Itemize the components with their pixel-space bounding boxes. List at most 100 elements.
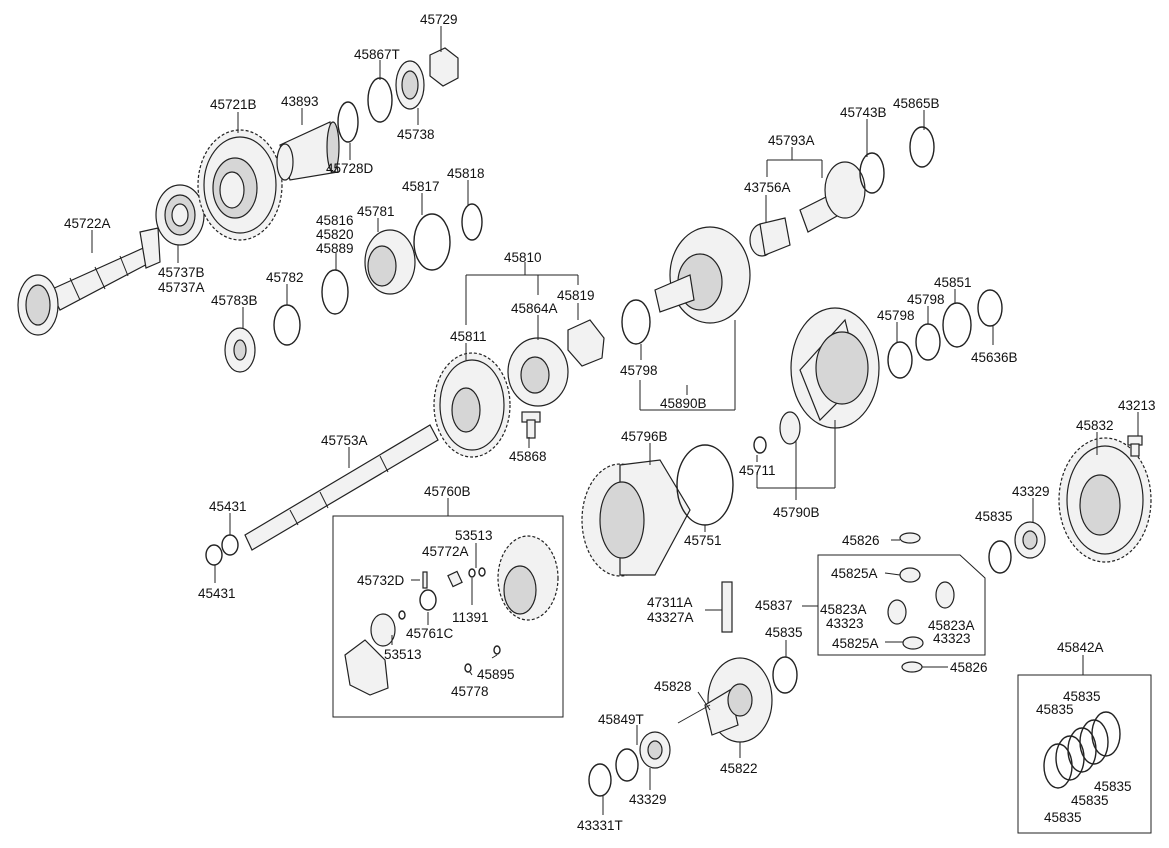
label-45722a: 45722A <box>64 216 111 231</box>
ring-45743b-drawing <box>859 152 885 194</box>
ring-45835b-drawing <box>772 656 798 694</box>
label-45835c: 45835 <box>1063 689 1101 704</box>
label-45890b: 45890B <box>660 396 707 411</box>
gear-53513b-drawing <box>370 613 396 647</box>
label-45851: 45851 <box>934 275 972 290</box>
label-45826a: 45826 <box>842 533 880 548</box>
ring-45849t-drawing <box>615 748 639 782</box>
ring-45761c-drawing <box>419 589 437 611</box>
bearing-45738-drawing <box>395 60 425 110</box>
ring-45778-drawing <box>464 663 472 673</box>
label-53513b: 53513 <box>384 647 422 662</box>
shim-set-45842a-drawing <box>1043 711 1121 789</box>
snap-ring-45751-drawing <box>676 444 734 526</box>
label-53513a: 53513 <box>455 528 493 543</box>
label-45868: 45868 <box>509 449 547 464</box>
label-45825aa: 45825A <box>831 566 878 581</box>
label-45835f: 45835 <box>1071 793 1109 808</box>
label-45738: 45738 <box>397 127 435 142</box>
label-43329a: 43329 <box>1012 484 1050 499</box>
label-45431a: 45431 <box>209 499 247 514</box>
sleeve-45781-drawing <box>364 229 416 295</box>
differential-45760b-drawing <box>497 535 559 621</box>
washer-45826a-drawing <box>899 532 921 544</box>
label-45817: 45817 <box>402 179 440 194</box>
label-45781: 45781 <box>357 204 395 219</box>
label-45832: 45832 <box>1076 418 1114 433</box>
label-45835a: 45835 <box>975 509 1013 524</box>
ring-45851-drawing <box>942 302 972 348</box>
label-45835e: 45835 <box>1094 779 1132 794</box>
shim-45867t-drawing <box>367 77 393 123</box>
label-45711: 45711 <box>739 463 776 478</box>
washer-45826b-drawing <box>901 661 923 673</box>
label-45822: 45822 <box>720 761 758 776</box>
gear-45790b-small-drawing <box>779 411 801 445</box>
bolt-45868-drawing <box>521 411 541 439</box>
ring-11391-drawing <box>478 567 486 577</box>
label-43327a: 43327A <box>647 610 694 625</box>
label-45761c: 45761C <box>406 626 454 641</box>
bearing-45737b-drawing <box>155 184 205 246</box>
ring-45798a-drawing <box>621 299 651 345</box>
ring-drawing <box>398 610 406 620</box>
ring-gear-45796b-drawing <box>581 459 691 577</box>
label-45772a: 45772A <box>422 544 469 559</box>
ring-45782-drawing <box>273 304 301 346</box>
label-45823aa: 45823A <box>820 602 867 617</box>
label-45737b: 45737B <box>158 265 205 280</box>
label-45783b: 45783B <box>211 293 258 308</box>
label-45828: 45828 <box>654 679 692 694</box>
pin-45772a-drawing <box>447 570 463 588</box>
label-45818: 45818 <box>447 166 485 181</box>
label-43331t: 43331T <box>577 818 623 833</box>
label-45732d: 45732D <box>357 573 405 588</box>
gasket-drawing <box>344 639 389 696</box>
gear-45721b-drawing <box>197 129 283 241</box>
gear-45825ab-drawing <box>902 636 924 650</box>
assembly-box-45842a <box>1017 674 1152 834</box>
ring-45798b-drawing <box>887 341 913 379</box>
label-45842a: 45842A <box>1057 640 1104 655</box>
differential-case-45822-drawing <box>704 657 773 743</box>
drum-45790b-drawing <box>790 307 880 429</box>
snap-ring-45817-drawing <box>413 213 451 271</box>
ring-45431b-drawing <box>205 544 223 566</box>
bearing-43329b-drawing <box>639 731 671 769</box>
ring-45798c-drawing <box>915 323 941 361</box>
label-45819: 45819 <box>557 288 595 303</box>
label-45790b: 45790B <box>773 505 820 520</box>
leader-lines <box>91 26 1139 815</box>
label-45636b: 45636B <box>971 350 1018 365</box>
sleeve-43756a-drawing <box>749 217 791 257</box>
pin-45828-drawing <box>677 704 711 724</box>
label-45778: 45778 <box>451 684 489 699</box>
label-45721b: 45721B <box>210 97 257 112</box>
ring-45711-drawing <box>753 436 767 454</box>
ring-45816-drawing <box>321 269 349 315</box>
label-43323a: 43323 <box>826 616 864 631</box>
label-45811: 45811 <box>450 329 487 344</box>
ring-45835a-drawing <box>988 540 1012 574</box>
carrier-45890b-drawing <box>654 226 751 324</box>
label-45760b: 45760B <box>424 484 471 499</box>
washer-45783b-drawing <box>224 327 256 373</box>
label-45835g: 45835 <box>1044 810 1082 825</box>
label-45431b: 45431 <box>198 586 236 601</box>
label-45796b: 45796B <box>621 429 668 444</box>
gear-45823aa-drawing <box>887 599 907 625</box>
bearing-43329a-drawing <box>1014 521 1046 559</box>
ring-53513a-drawing <box>468 568 476 578</box>
label-45865b: 45865B <box>893 96 940 111</box>
label-45782: 45782 <box>266 270 304 285</box>
label-43893: 43893 <box>281 94 319 109</box>
label-45889: 45889 <box>316 241 354 256</box>
bolt-43213-drawing <box>1127 435 1143 457</box>
label-45837: 45837 <box>755 598 793 613</box>
shaft-45793a-drawing <box>799 161 866 233</box>
label-45820: 45820 <box>316 227 354 242</box>
label-43329b: 43329 <box>629 792 667 807</box>
snap-ring-45728d-drawing <box>337 101 359 143</box>
label-45728d: 45728D <box>326 161 374 176</box>
